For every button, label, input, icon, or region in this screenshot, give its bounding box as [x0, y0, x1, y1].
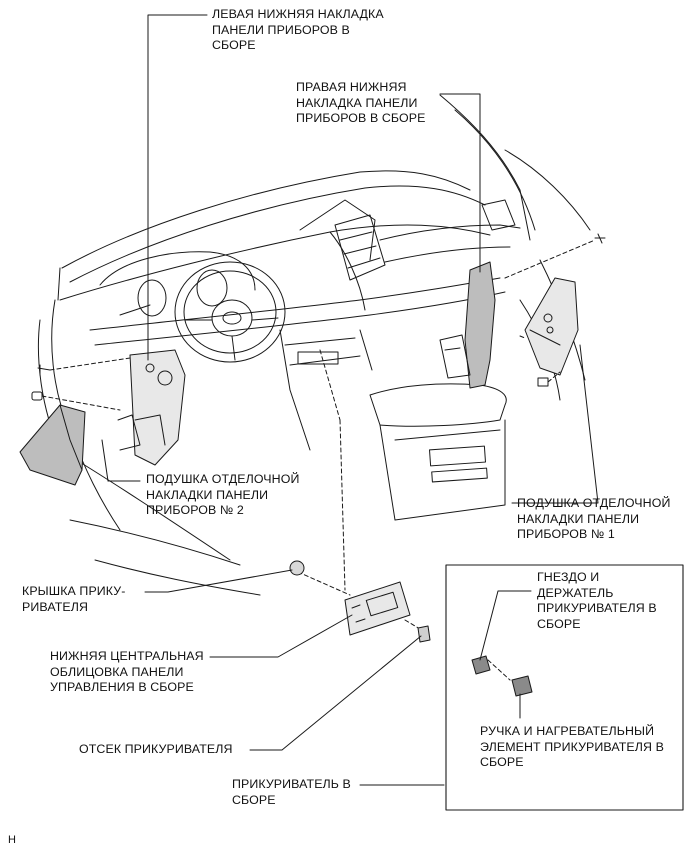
label-cushion-2: ПОДУШКА ОТДЕЛОЧНОЙ НАКЛАДКИ ПАНЕЛИ ПРИБО… — [146, 472, 300, 517]
cushion-2-part — [19, 404, 86, 486]
lighter-cover-part — [289, 560, 305, 576]
right-lower-panel-part — [439, 261, 496, 389]
lighter-socket-part — [471, 655, 491, 675]
label-left-lower-panel: ЛЕВАЯ НИЖНЯЯ НАКЛАДКА ПАНЕЛИ ПРИБОРОВ В … — [212, 7, 384, 52]
label-socket-holder: ГНЕЗДО И ДЕРЖАТЕЛЬ ПРИКУРИВАТЕЛЯ В СБОРЕ — [537, 570, 657, 631]
label-lower-center-bezel: НИЖНЯЯ ЦЕНТРАЛЬНАЯ ОБЛИЦОВКА ПАНЕЛИ УПРА… — [50, 649, 204, 694]
steering-wheel — [99, 251, 286, 363]
lower-center-bezel-part — [344, 581, 411, 636]
corner-code: H — [8, 834, 16, 846]
lighter-detail-box — [445, 564, 684, 811]
leader-lines — [101, 14, 599, 786]
lighter-compartment-part — [417, 625, 431, 643]
cushion-1-part — [524, 277, 579, 376]
lighter-knob-part — [511, 675, 533, 697]
label-cushion-1: ПОДУШКА ОТДЕЛОЧНОЙ НАКЛАДКИ ПАНЕЛИ ПРИБО… — [517, 496, 671, 541]
left-lower-panel-part — [117, 349, 186, 466]
label-lighter-compartment: ОТСЕК ПРИКУРИВАТЕЛЯ — [79, 742, 233, 756]
connection-lines — [41, 239, 596, 681]
label-lighter-assembly: ПРИКУРИВАТЕЛЬ В СБОРЕ — [232, 777, 351, 807]
dashboard-outline — [37, 94, 591, 596]
label-right-lower-panel: ПРАВАЯ НИЖНЯЯ НАКЛАДКА ПАНЕЛИ ПРИБОРОВ В… — [296, 80, 426, 125]
label-knob-element: РУЧКА И НАГРЕВАТЕЛЬНЫЙ ЭЛЕМЕНТ ПРИКУРИВА… — [480, 724, 664, 769]
label-lighter-cover: КРЫШКА ПРИКУ- РИВАТЕЛЯ — [22, 584, 126, 614]
